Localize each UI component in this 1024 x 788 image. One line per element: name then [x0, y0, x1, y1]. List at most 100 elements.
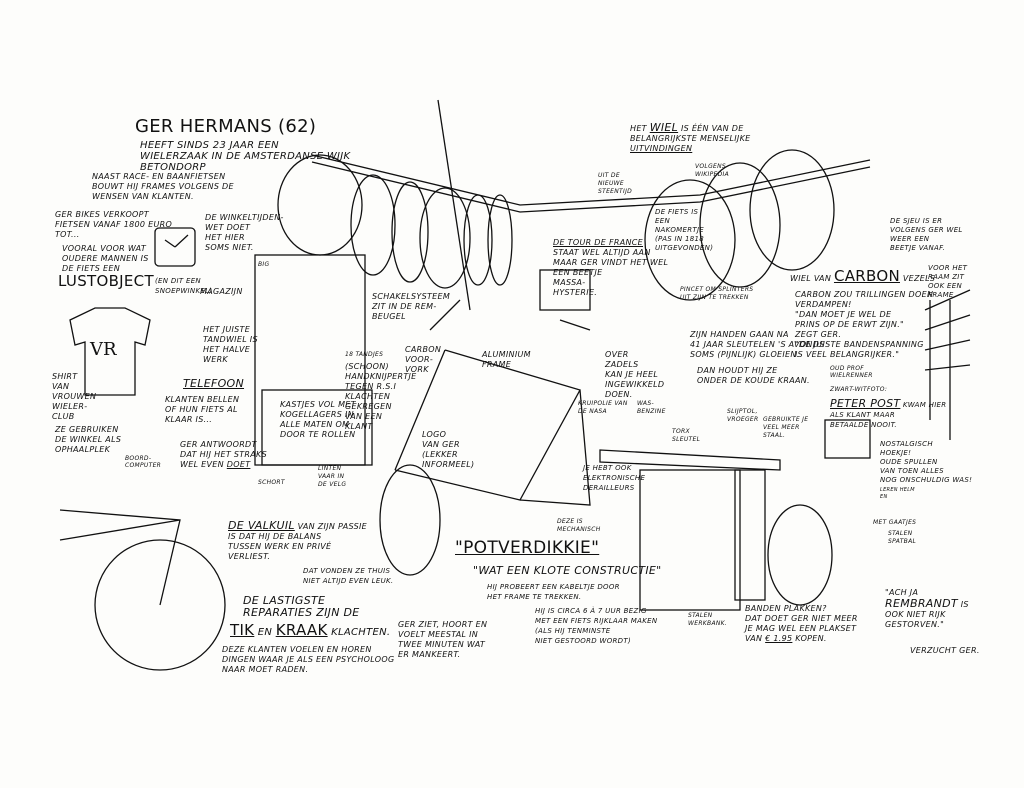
- annotation-kraan: DAN HOUDT HIJ ZE ONDER DE KOUDE KRAAN.: [697, 366, 810, 385]
- annotation-pincet: PINCET OM SPLINTERS UIT ZIJN TE TREKKEN: [680, 286, 754, 301]
- annotation-kabeltje: HIJ PROBEERT EEN KABELTJE DOOR HET FRAME…: [487, 583, 620, 601]
- annotation-wikipedia: VOLGENS WIKIPEDIA: [695, 163, 730, 178]
- tik-word: TIK: [230, 621, 255, 639]
- banden-text: BANDEN PLAKKEN? DAT DOET GER NIET MEER J…: [745, 604, 858, 643]
- carbon-post: VEZELS: [899, 274, 936, 283]
- annotation-tandwiel: HET JUISTE TANDWIEL IS HET HALVE WERK: [203, 325, 258, 364]
- gear-board: [254, 254, 373, 466]
- ach-ja: "ACH JA: [885, 588, 919, 597]
- valkuil-title: DE VALKUIL: [228, 519, 295, 532]
- wiel-pre: HET: [630, 124, 650, 133]
- carbon-word: CARBON: [833, 267, 900, 285]
- annotation-staal: GEBRUIKTE JE VEEL MEER STAAL.: [763, 416, 809, 439]
- uitvindingen-word: UITVINDINGEN: [630, 144, 693, 153]
- annotation-prof: OUD PROF WIELRENNER: [830, 365, 873, 379]
- kraak-word: KRAAK: [275, 621, 328, 639]
- annotation-frame: ALUMINIUM FRAME: [482, 350, 531, 369]
- annotation-psycholoog: DEZE KLANTEN VOELEN EN HOREN DINGEN WAAR…: [222, 645, 395, 674]
- annotation-lastig: DE LASTIGSTE REPARATIES ZIJN DE: [243, 594, 360, 619]
- rembrandt-rest: IS OOK NIET RIJK GESTORVEN.": [885, 600, 969, 629]
- annotation-schakel: SCHAKELSYSTEEM ZIT IN DE REM- BEUGEL: [372, 292, 451, 321]
- carbon-pre: WIEL VAN: [790, 274, 834, 283]
- annotation-nakomertje: DE FIETS IS EEN NAKOMERTJE (PAS IN 1818 …: [655, 208, 714, 252]
- annotation-werkbank: STALEN WERKBANK.: [688, 612, 728, 627]
- photo-frame: [824, 419, 871, 459]
- annotation-linten: LINTEN VAAR IN DE VELG: [318, 465, 347, 488]
- annotation-post: PETER POST KWAM HIER ALS KLANT MAAR BETA…: [830, 398, 946, 430]
- intro-text: HEEFT SINDS 23 JAAR EEN WIELERZAAK IN DE…: [140, 140, 351, 173]
- tour-text: STAAT WEL ALTIJD AAN MAAR GER VINDT HET …: [553, 248, 669, 297]
- page-title: GER HERMANS (62): [135, 116, 317, 137]
- annotation-handen: ZIJN HANDEN GAAN NA 41 JAAR SLEUTELEN 'S…: [690, 330, 825, 359]
- annotation-elektronisch: JE HEBT OOK ELEKTRONISCHE DERAILLEURS: [583, 464, 646, 492]
- antwoord-text: GER ANTWOORDT DAT HIJ HET STRAKS WEL EVE…: [180, 440, 267, 469]
- annotation-prices: GER BIKES VERKOOPT FIETSEN VANAF 1800 EU…: [55, 210, 173, 239]
- annotation-thuis: DAT VONDEN ZE THUIS NIET ALTIJD EVEN LEU…: [303, 567, 394, 585]
- central-bike-frame: [394, 99, 591, 506]
- annotation-slijptol: SLIJPTOL, VROEGER: [727, 408, 759, 423]
- banden-kopen: KOPEN.: [792, 634, 827, 643]
- annotation-nostalgisch: NOSTALGISCH HOEKJE! OUDE SPULLEN VAN TOE…: [880, 440, 973, 484]
- annotation-frames: NAAST RACE- EN BAANFIETSEN BOUWT HIJ FRA…: [92, 172, 234, 201]
- antwoord-word: DOET: [226, 460, 251, 469]
- peter-post: PETER POST: [830, 397, 901, 410]
- annotation-sjeu: DE SJEU IS ER VOLGENS GER WEL WEER EEN B…: [890, 217, 963, 252]
- annotation-lust-intro: VOORAL VOOR WAT OUDERE MANNEN IS DE FIET…: [62, 244, 149, 273]
- annotation-verzucht: VERZUCHT GER.: [910, 646, 980, 655]
- annotation-tik-kraak: TIK EN KRAAK KLACHTEN.: [230, 622, 390, 641]
- annotation-banden: BANDEN PLAKKEN? DAT DOET GER NIET MEER J…: [745, 604, 858, 644]
- valkuil-text: VAN ZIJN PASSIE IS DAT HIJ DE BALANS TUS…: [228, 522, 367, 561]
- annotation-lust-word: LUSTOBJECT: [58, 272, 154, 290]
- annotation-steentijd: UIT DE NIEUWE STEENTIJD: [598, 172, 633, 195]
- annotation-spatbal: STALEN SPATBAL: [888, 530, 917, 545]
- wiel-word: WIEL: [649, 121, 679, 134]
- annotation-ziet: GER ZIET, HOORT EN VOELT MEESTAL IN TWEE…: [398, 620, 488, 659]
- tour-tv: [539, 269, 591, 311]
- annotation-voorvork: CARBON VOOR- VORK: [405, 345, 442, 374]
- klachten-word: KLACHTEN.: [327, 627, 391, 638]
- rembrandt-word: REMBRANDT: [885, 597, 958, 610]
- annotation-klote: "WAT EEN KLOTE CONSTRUCTIE": [473, 564, 662, 577]
- annotation-lust-note: (EN DIT EEN SNOEPWINKEL): [155, 277, 213, 295]
- post-text: KWAM HIER ALS KLANT MAAR BETAALDE NOOIT.: [830, 401, 947, 429]
- annotation-uren: HIJ IS CIRCA 6 À 7 UUR BEZIG MET EEN FIE…: [535, 607, 658, 645]
- shirt: VR: [69, 307, 151, 396]
- annotation-raam: VOOR HET RAAM ZIT OOK EEN FRAME: [928, 264, 968, 299]
- tour-title: DE TOUR DE FRANCE: [553, 238, 644, 247]
- annotation-helm: LEREN HELM EN: [880, 487, 915, 500]
- annotation-foto: ZWART-WITFOTO:: [830, 386, 888, 393]
- annotation-magazijn: MAGAZIJN: [200, 287, 243, 296]
- en-word: EN: [254, 627, 276, 638]
- annotation-handknijper: (SCHOON) HANDKNIJPERTJE TEGEN R.S.I KLAC…: [345, 362, 417, 431]
- annotation-big: BIG: [258, 261, 270, 268]
- annotation-logo: LOGO VAN GER (LEKKER INFORMEEL): [422, 430, 475, 469]
- annotation-valkuil: DE VALKUIL VAN ZIJN PASSIE IS DAT HIJ DE…: [228, 520, 367, 562]
- svg-text:VR: VR: [89, 339, 117, 360]
- annotation-kruipolie: KRUIPOLIE VAN DE NASA: [578, 400, 628, 415]
- clock-icon: [154, 227, 196, 267]
- hanging-wheels: [277, 149, 835, 301]
- annotation-telefoon-title: TELEFOON: [183, 377, 245, 390]
- annotation-wiel: HET WIEL IS ÉÉN VAN DE BELANGRIJKSTE MEN…: [630, 122, 751, 154]
- annotation-kastjes: KASTJES VOL MET KOGELLAGERS IN ALLE MATE…: [280, 400, 356, 439]
- banden-price: € 1.95: [765, 634, 793, 643]
- annotation-mechanisch: DEZE IS MECHANISCH: [557, 518, 601, 533]
- workbench: [599, 449, 781, 611]
- annotation-telefoon-text: KLANTEN BELLEN OF HUN FIETS AL KLAAR IS.…: [165, 395, 240, 424]
- annotation-potverdikkie: "POTVERDIKKIE": [455, 538, 600, 558]
- wiel-post: IS ÉÉN VAN DE BELANGRIJKSTE MENSELIJKE: [630, 124, 751, 143]
- annotation-carbon-text: CARBON ZOU TRILLINGEN DOEN VERDAMPEN! "D…: [795, 290, 934, 359]
- annotation-shirt: SHIRT VAN VROUWEN WIELER- CLUB: [52, 372, 97, 421]
- annotation-schort: SCHORT: [258, 479, 285, 486]
- annotation-clock: DE WINKELTIJDEN- WET DOET HET HIER SOMS …: [205, 213, 284, 252]
- annotation-antwoord: GER ANTWOORDT DAT HIJ HET STRAKS WEL EVE…: [180, 440, 267, 470]
- annotation-torx: TORX SLEUTEL: [672, 428, 701, 443]
- annotation-wasbenzine: WAS- BENZINE: [637, 400, 666, 415]
- annotation-shirt-use: ZE GEBRUIKEN DE WINKEL ALS OPHAALPLEK: [55, 425, 122, 454]
- window-grid: [924, 289, 971, 440]
- annotation-boordcomputer: BOORD- COMPUTER: [125, 455, 162, 469]
